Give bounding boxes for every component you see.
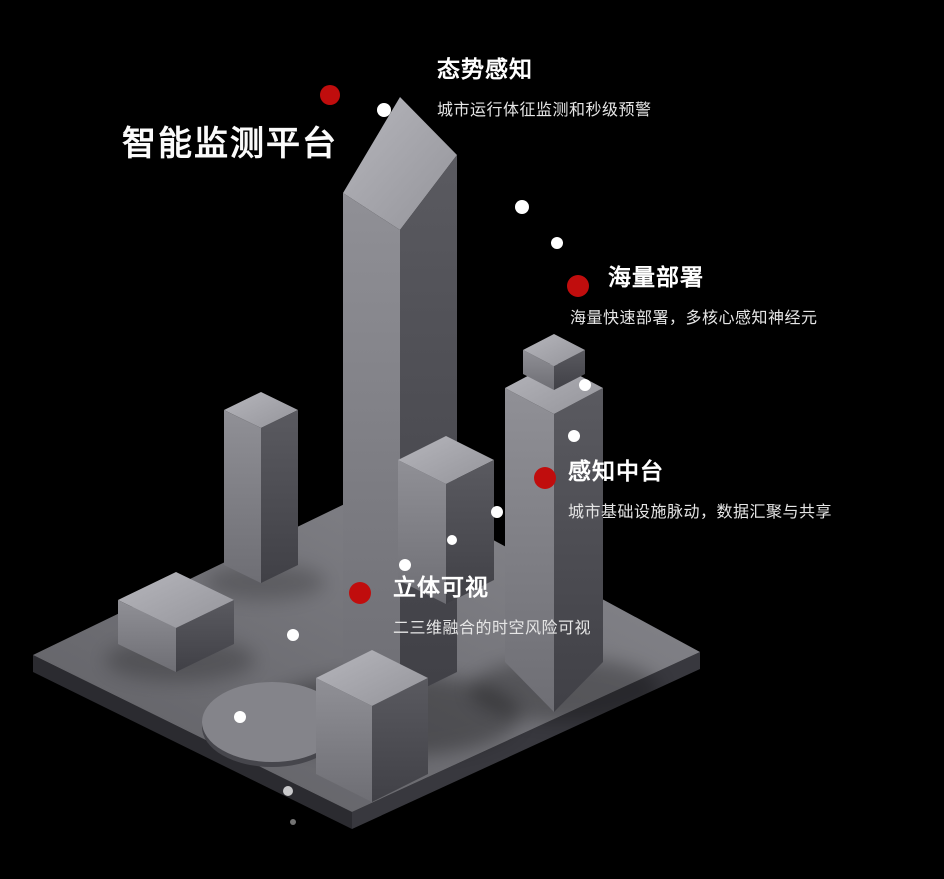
path-dot: [568, 430, 580, 442]
page-title: 智能监测平台: [122, 125, 338, 163]
path-dot: [377, 103, 391, 117]
annotation-mass-deployment: 海量部署 海量快速部署，多核心感知神经元: [570, 266, 818, 329]
annotation-perception-middle: 感知中台 城市基础设施脉动，数据汇聚与共享: [568, 460, 832, 523]
dotted-path: [234, 103, 591, 825]
path-dot: [234, 711, 246, 723]
annotation-label: 海量部署: [608, 264, 704, 290]
marker-dot-mass-deployment: [567, 275, 589, 297]
marker-dot-3d-visual: [349, 582, 371, 604]
annotation-label: 立体可视: [393, 574, 489, 600]
annotation-desc: 二三维融合的时空风险可视: [393, 620, 592, 637]
annotation-label: 态势感知: [437, 56, 533, 82]
marker-dot-platform: [320, 85, 340, 105]
path-dot: [283, 786, 293, 796]
plaza-ellipse: [202, 682, 342, 762]
marker-dot-perception-middle: [534, 467, 556, 489]
base-side-left: [33, 655, 352, 829]
path-dot: [551, 237, 563, 249]
annotation-label: 感知中台: [568, 458, 664, 484]
path-dot: [399, 559, 411, 571]
annotation-desc: 城市基础设施脉动，数据汇聚与共享: [568, 504, 833, 521]
building-right-tower: [505, 334, 603, 712]
path-dot: [290, 819, 296, 825]
building-left-tower: [224, 392, 298, 583]
path-dot: [515, 200, 529, 214]
path-dot: [491, 506, 503, 518]
building-low-left: [118, 572, 234, 672]
path-dot: [579, 379, 591, 391]
shadow: [205, 564, 325, 600]
annotation-3d-visual: 立体可视 二三维融合的时空风险可视: [393, 576, 591, 639]
path-dot: [287, 629, 299, 641]
annotation-situational-awareness: 态势感知 城市运行体征监测和秒级预警: [437, 58, 652, 121]
annotation-desc: 城市运行体征监测和秒级预警: [437, 102, 652, 119]
annotation-desc: 海量快速部署，多核心感知神经元: [570, 310, 818, 327]
building-front-block: [316, 650, 428, 802]
path-dot: [447, 535, 457, 545]
